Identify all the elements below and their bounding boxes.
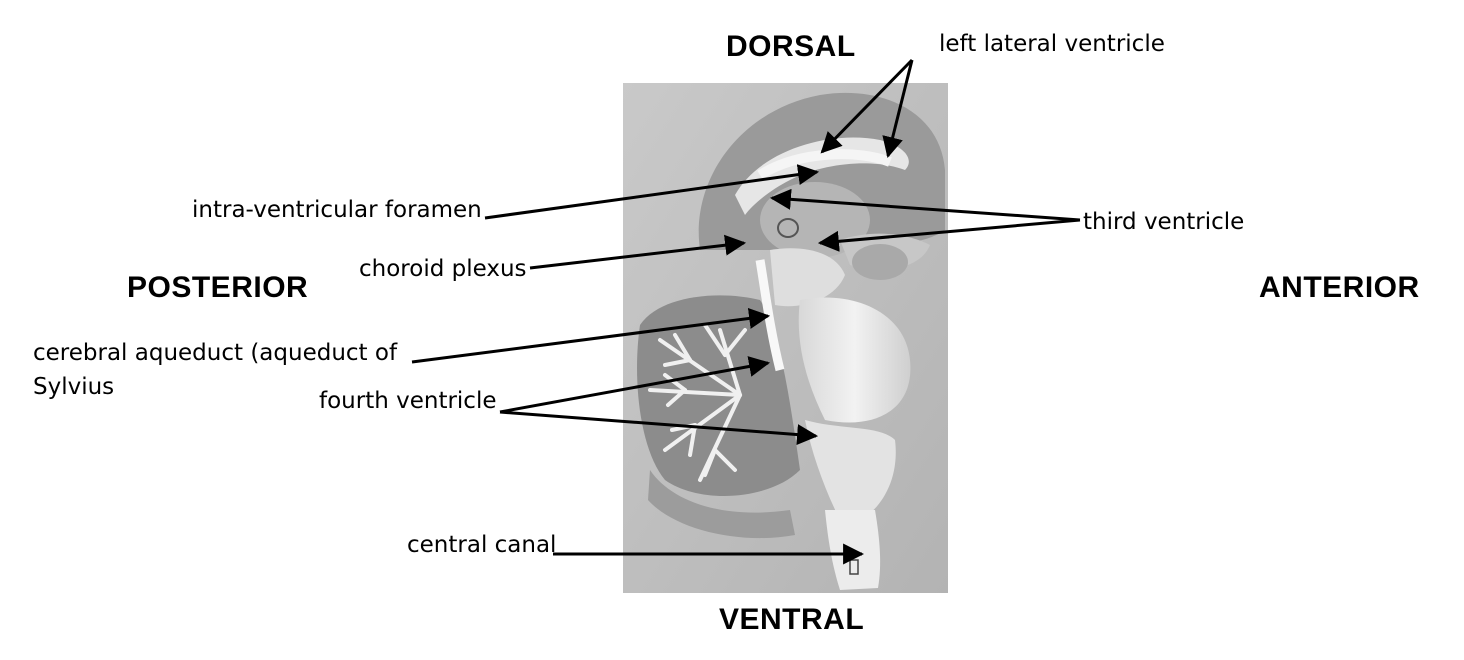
label-anterior: ANTERIOR <box>1259 271 1420 304</box>
label-fourth-ventricle: fourth ventricle <box>319 388 497 414</box>
arrow-cerebral-aqueduct <box>411 308 771 364</box>
label-intra-ventricular-foramen: intra-ventricular foramen <box>192 197 482 223</box>
label-posterior: POSTERIOR <box>127 271 309 304</box>
arrow-left-lateral-ventricle-2 <box>882 59 914 159</box>
label-choroid-plexus: choroid plexus <box>359 256 527 282</box>
optic-chiasm <box>852 244 908 280</box>
pons <box>798 297 911 423</box>
arrow-third-ventricle-1 <box>769 188 1081 222</box>
arrows <box>411 58 1081 565</box>
medulla <box>805 420 896 520</box>
arrow-intra-ventricular-foramen <box>484 164 820 220</box>
label-left-lateral-ventricle: left lateral ventricle <box>939 31 1165 57</box>
arrow-fourth-ventricle-2 <box>499 410 819 446</box>
label-cerebral-aqueduct-line1: cerebral aqueduct (aqueduct of <box>33 340 398 366</box>
cerebrum-surface <box>698 92 945 250</box>
cerebellum-lower-lobe <box>648 470 795 539</box>
arrow-fourth-ventricle-1 <box>499 356 771 414</box>
midbrain <box>770 248 845 307</box>
fornix-band <box>757 149 892 180</box>
arrow-choroid-plexus <box>529 234 747 270</box>
label-dorsal: DORSAL <box>726 30 856 63</box>
interthalamic-adhesion <box>777 218 799 238</box>
label-third-ventricle: third ventricle <box>1083 209 1245 235</box>
arrow-third-ventricle-2 <box>817 218 1081 252</box>
arrow-left-lateral-ventricle-1 <box>820 58 914 154</box>
label-cerebral-aqueduct-line2: Sylvius <box>33 374 115 400</box>
label-ventral: VENTRAL <box>719 603 865 636</box>
label-central-canal: central canal <box>407 532 557 558</box>
